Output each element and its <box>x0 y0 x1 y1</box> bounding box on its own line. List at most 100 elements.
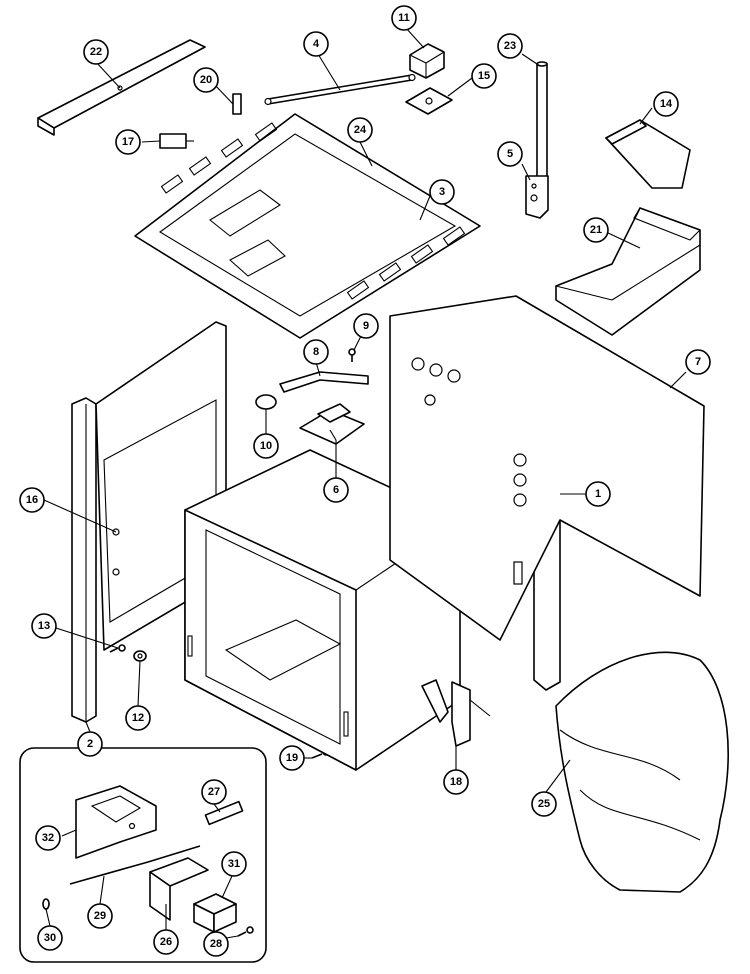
leader-29 <box>99 875 105 905</box>
svg-text:14: 14 <box>660 98 673 110</box>
part-31-switch <box>193 893 237 933</box>
svg-text:31: 31 <box>228 858 240 870</box>
part-32-bracket <box>75 785 157 859</box>
part-3-top-frame <box>134 113 481 339</box>
callout-1: 1 <box>585 481 611 507</box>
part-27-spring <box>204 800 244 826</box>
leader-13 <box>55 627 119 649</box>
part-4-rod <box>264 73 416 106</box>
callout-24: 24 <box>347 117 373 143</box>
svg-text:15: 15 <box>478 70 490 82</box>
leader-23 <box>521 53 541 67</box>
callout-9: 9 <box>353 313 379 339</box>
callout-30: 30 <box>37 925 63 951</box>
callout-3: 3 <box>429 179 455 205</box>
callout-17: 17 <box>115 129 141 155</box>
part-10-knob <box>255 394 277 410</box>
svg-text:22: 22 <box>90 46 102 58</box>
leader-20 <box>213 83 234 105</box>
leader-lines <box>43 27 687 939</box>
svg-text:21: 21 <box>590 224 602 236</box>
svg-text:16: 16 <box>26 494 38 506</box>
callout-5: 5 <box>497 141 523 167</box>
svg-text:3: 3 <box>439 186 445 198</box>
leader-31 <box>221 875 233 899</box>
svg-text:28: 28 <box>210 938 222 950</box>
leader-4 <box>317 53 341 91</box>
part-18-hinge <box>421 679 491 747</box>
leader-17 <box>141 140 161 143</box>
leader-3 <box>419 195 431 221</box>
part-22-channel-bracket <box>37 39 206 136</box>
leader-30 <box>45 908 51 927</box>
callout-28: 28 <box>203 931 229 957</box>
svg-text:1: 1 <box>595 488 601 500</box>
callout-23: 23 <box>497 33 523 59</box>
leader-22 <box>95 61 121 89</box>
svg-text:24: 24 <box>354 124 367 136</box>
leader-7 <box>669 371 687 389</box>
part-21-duct <box>555 207 701 336</box>
svg-text:18: 18 <box>450 776 462 788</box>
leader-21 <box>605 231 641 249</box>
svg-text:17: 17 <box>122 136 134 148</box>
callout-15: 15 <box>471 63 497 89</box>
part-23-vertical-rod <box>536 61 548 190</box>
leader-28 <box>225 935 239 939</box>
leader-24 <box>359 141 373 167</box>
part-28-screw <box>237 926 254 937</box>
callout-31: 31 <box>221 851 247 877</box>
svg-text:29: 29 <box>94 910 106 922</box>
callout-10: 10 <box>253 433 279 459</box>
callout-26: 26 <box>153 929 179 955</box>
svg-text:13: 13 <box>38 620 50 632</box>
svg-text:27: 27 <box>208 786 220 798</box>
callout-32: 32 <box>35 825 61 851</box>
callout-29: 29 <box>87 903 113 929</box>
callout-27: 27 <box>201 779 227 805</box>
callout-8: 8 <box>303 339 329 365</box>
part-12-nut <box>133 650 147 662</box>
part-29-rod <box>69 845 201 885</box>
callout-18: 18 <box>443 769 469 795</box>
leader-16 <box>43 499 117 533</box>
svg-text:2: 2 <box>87 738 93 750</box>
leader-32 <box>61 829 77 837</box>
part-17-switch <box>159 133 194 149</box>
leader-25 <box>545 759 571 793</box>
callout-22: 22 <box>83 39 109 65</box>
svg-text:6: 6 <box>333 484 339 496</box>
svg-text:20: 20 <box>200 74 212 86</box>
part-6-latch <box>299 403 365 445</box>
callout-19: 19 <box>279 745 305 771</box>
callout-11: 11 <box>391 5 417 31</box>
part-25-insulation <box>555 651 729 893</box>
callout-16: 16 <box>19 487 45 513</box>
leader-14 <box>639 107 653 125</box>
callout-6: 6 <box>323 477 349 503</box>
svg-text:11: 11 <box>398 12 410 24</box>
callout-21: 21 <box>583 217 609 243</box>
part-11-bracket <box>409 43 445 79</box>
leader-15 <box>447 77 473 97</box>
part-20-clip <box>232 93 242 115</box>
callout-13: 13 <box>31 613 57 639</box>
part-13-screw <box>109 644 126 653</box>
part-5-rod-bracket <box>525 175 549 219</box>
callout-4: 4 <box>303 31 329 57</box>
callout-12: 12 <box>125 705 151 731</box>
svg-text:12: 12 <box>132 712 144 724</box>
svg-text:5: 5 <box>507 148 513 160</box>
svg-text:30: 30 <box>44 932 56 944</box>
svg-text:10: 10 <box>260 440 272 452</box>
leader-12 <box>137 660 141 707</box>
svg-text:25: 25 <box>538 798 550 810</box>
svg-text:9: 9 <box>363 320 369 332</box>
svg-text:7: 7 <box>695 356 701 368</box>
part-7-rear-panel <box>389 295 705 641</box>
part-9-screw <box>348 348 356 362</box>
callout-14: 14 <box>653 91 679 117</box>
svg-text:4: 4 <box>313 38 320 50</box>
part-8-link <box>279 371 369 393</box>
leader-5 <box>521 163 531 181</box>
